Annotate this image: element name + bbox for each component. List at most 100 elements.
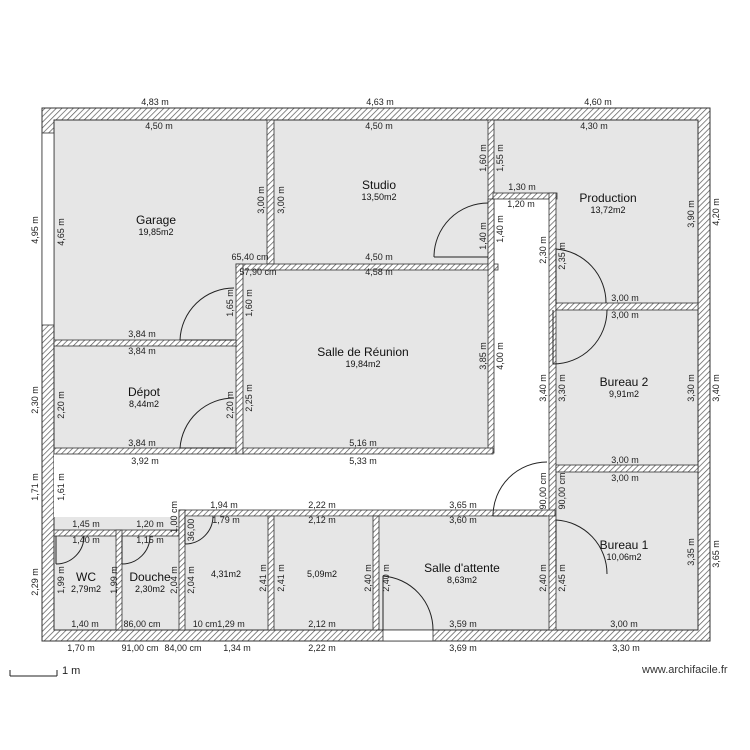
dimension-label: 2,40 m — [363, 564, 373, 592]
dimension-label: 3,30 m — [557, 374, 567, 402]
room-name: Studio — [362, 178, 396, 192]
dimension-label: 1,20 m — [136, 519, 164, 529]
dimension-label: 3,00 m — [256, 186, 266, 214]
dimension-label: 1,99 m — [109, 566, 119, 594]
room-area: 2,79m2 — [71, 584, 101, 594]
dimension-label: 3,84 m — [128, 329, 156, 339]
room-area: 19,85m2 — [138, 227, 173, 237]
dimension-label: 1,34 m — [223, 643, 251, 653]
dimension-label: 2,40 m — [538, 564, 548, 592]
room-name: Douche — [129, 570, 171, 584]
dimension-label: 1,79 m — [212, 515, 240, 525]
dimension-label: 5,33 m — [349, 456, 377, 466]
dimension-label: 2,41 m — [258, 564, 268, 592]
dimension-label: 2,30 m — [538, 236, 548, 264]
bottom-dimensions: 1,70 m 91,00 cm 84,00 cm 1,34 m 2,22 m 3… — [67, 619, 640, 653]
dimension-label: 3,60 m — [449, 515, 477, 525]
dimension-label: 2,25 m — [244, 384, 254, 412]
dimension-label: 1,55 m — [495, 144, 505, 172]
dimension-label: 84,00 cm — [164, 643, 201, 653]
room-area: 8,44m2 — [129, 399, 159, 409]
dimension-label: 1,60 m — [478, 144, 488, 172]
room-name: Salle d'attente — [424, 561, 500, 575]
dimension-label: 3,90 m — [686, 200, 696, 228]
dimension-label: 2,45 m — [557, 564, 567, 592]
dimension-label: 91,00 cm — [121, 643, 158, 653]
dimension-label: 3,40 m — [711, 374, 721, 402]
dimension-label: 36,00 — [186, 519, 196, 542]
scale-label: 1 m — [62, 665, 81, 677]
dimension-label: 90,00 cm — [538, 472, 548, 509]
room-area: 8,63m2 — [447, 575, 477, 585]
dimension-label: 4,50 m — [145, 121, 173, 131]
dimension-label: 2,29 m — [30, 568, 40, 596]
dimension-label: 3,30 m — [612, 643, 640, 653]
dimension-label: 3,35 m — [686, 538, 696, 566]
dimension-label: 90,00 cm — [557, 472, 567, 509]
dimension-label: 1,99 m — [56, 566, 66, 594]
dimension-label: 1,65 m — [225, 289, 235, 317]
scale-bar — [9, 670, 58, 677]
watermark: www.archifacile.fr — [642, 664, 728, 676]
room-name: WC — [76, 570, 96, 584]
dimension-label: 4,20 m — [711, 198, 721, 226]
left-dimensions: 4,95 m 2,30 m 1,71 m 2,29 m — [30, 216, 40, 596]
dimension-label: 86,00 cm — [123, 619, 160, 629]
dimension-label: 3,69 m — [449, 643, 477, 653]
dimension-label: 1,40 m — [72, 535, 100, 545]
right-dimensions: 4,20 m 3,40 m 3,65 m — [711, 198, 721, 568]
dimension-label: 3,00 m — [611, 473, 639, 483]
dimension-label: 2,20 m — [56, 391, 66, 419]
room-area: 10,06m2 — [606, 552, 641, 562]
dimension-label: 3,65 m — [449, 500, 477, 510]
room-area: 9,91m2 — [609, 389, 639, 399]
dimension-label: 4,60 m — [584, 97, 612, 107]
dimension-label: 1,70 m — [67, 643, 95, 653]
dimension-label: 3,84 m — [128, 346, 156, 356]
dimension-label: 1,94 m — [210, 500, 238, 510]
dimension-label: 2,35 m — [557, 242, 567, 270]
dimension-label: 1,60 m — [244, 289, 254, 317]
dimension-label: 4,63 m — [366, 97, 394, 107]
room-labels: Garage 19,85m2 Studio 13,50m2 Production… — [71, 178, 649, 594]
dimension-label: 5,16 m — [349, 438, 377, 448]
dimension-label: 2,04 m — [186, 566, 196, 594]
dimension-label: 4,00 m — [495, 342, 505, 370]
room-area: 5,09m2 — [307, 569, 337, 579]
dimension-label: 1,61 m — [56, 473, 66, 501]
dimension-label: 3,00 m — [611, 310, 639, 320]
dimension-label: 4,83 m — [141, 97, 169, 107]
dimension-label: 3,92 m — [131, 456, 159, 466]
dimension-label: 1,45 m — [72, 519, 100, 529]
dimension-label: 4,58 m — [365, 267, 393, 277]
dimension-label: 1,15 m — [136, 535, 164, 545]
dimension-label: 3,65 m — [711, 540, 721, 568]
dimension-label: 1,40 m — [71, 619, 99, 629]
room-name: Salle de Réunion — [317, 345, 408, 359]
dimension-label: 2,30 m — [30, 386, 40, 414]
top-dimensions: 4,83 m 4,63 m 4,60 m 4,50 m 4,50 m 4,30 … — [141, 97, 612, 131]
dimension-label: 2,40 m — [381, 564, 391, 592]
room-name: Dépot — [128, 385, 161, 399]
dimension-label: 1,40 m — [478, 222, 488, 250]
room-name: Bureau 2 — [600, 375, 649, 389]
dimension-label: 3,00 m — [611, 455, 639, 465]
dimension-label: 2,12 m — [308, 619, 336, 629]
dimension-label: 1,71 m — [30, 473, 40, 501]
dimension-label: 1,29 m — [217, 619, 245, 629]
dimension-label: 2,41 m — [276, 564, 286, 592]
room-area: 19,84m2 — [345, 359, 380, 369]
dimension-label: 3,40 m — [538, 374, 548, 402]
dimension-label: 3,00 m — [610, 619, 638, 629]
room-area: 13,72m2 — [590, 205, 625, 215]
dimension-label: 4,50 m — [365, 252, 393, 262]
dimension-label: 3,85 m — [478, 342, 488, 370]
entrance-opening — [382, 629, 434, 642]
dimension-label: 3,00 m — [611, 293, 639, 303]
room-name: Production — [579, 191, 636, 205]
dimension-label: 4,65 m — [56, 218, 66, 246]
room-name: Bureau 1 — [600, 538, 649, 552]
interior-walls — [53, 119, 699, 631]
dimension-label: 2,22 m — [308, 643, 336, 653]
dimension-label: 1,30 m — [508, 182, 536, 192]
